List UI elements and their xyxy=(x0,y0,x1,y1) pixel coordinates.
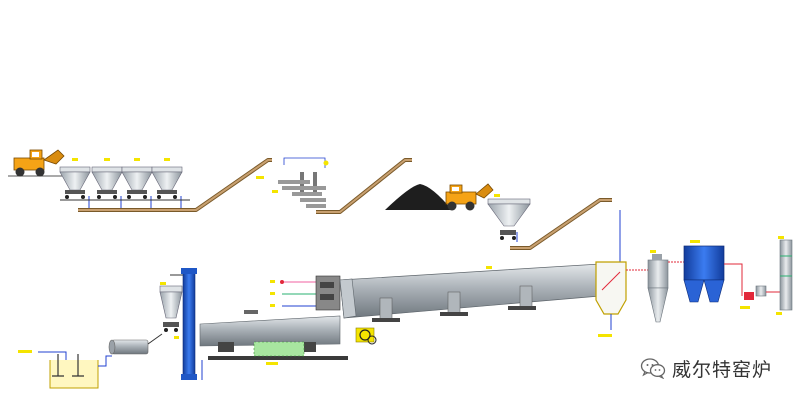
feed-hopper-row xyxy=(59,158,190,210)
chimney-stack xyxy=(776,236,793,315)
screening-unit xyxy=(272,157,329,208)
wheel-loader-2 xyxy=(445,183,494,211)
feed-hopper-2 xyxy=(91,158,123,210)
watermark-text: 威尔特窑炉 xyxy=(672,358,773,381)
wheel-loader-1 xyxy=(8,149,65,177)
induced-draft-fan xyxy=(740,285,780,309)
burner-manifold xyxy=(270,275,341,311)
wechat-icon xyxy=(640,358,666,379)
bag-filter xyxy=(683,240,743,303)
cyclone-separator xyxy=(647,250,684,323)
slurry-tank xyxy=(18,350,135,389)
cooler-kiln xyxy=(199,310,348,360)
watermark: 威尔特窑炉 xyxy=(640,348,772,388)
rotary-dryer xyxy=(108,333,163,355)
feed-hopper-1 xyxy=(59,158,91,210)
main-rotary-kiln xyxy=(339,263,601,322)
bucket-elevator xyxy=(181,268,203,380)
coal-feed-hopper xyxy=(487,194,531,242)
settling-chamber xyxy=(595,210,648,337)
feed-hopper-4 xyxy=(151,158,183,210)
coal-pile xyxy=(385,184,452,210)
fluidized-bed xyxy=(253,341,305,357)
kiln-drive xyxy=(355,327,377,345)
feed-bin xyxy=(159,274,190,339)
feed-hopper-3 xyxy=(121,158,153,210)
